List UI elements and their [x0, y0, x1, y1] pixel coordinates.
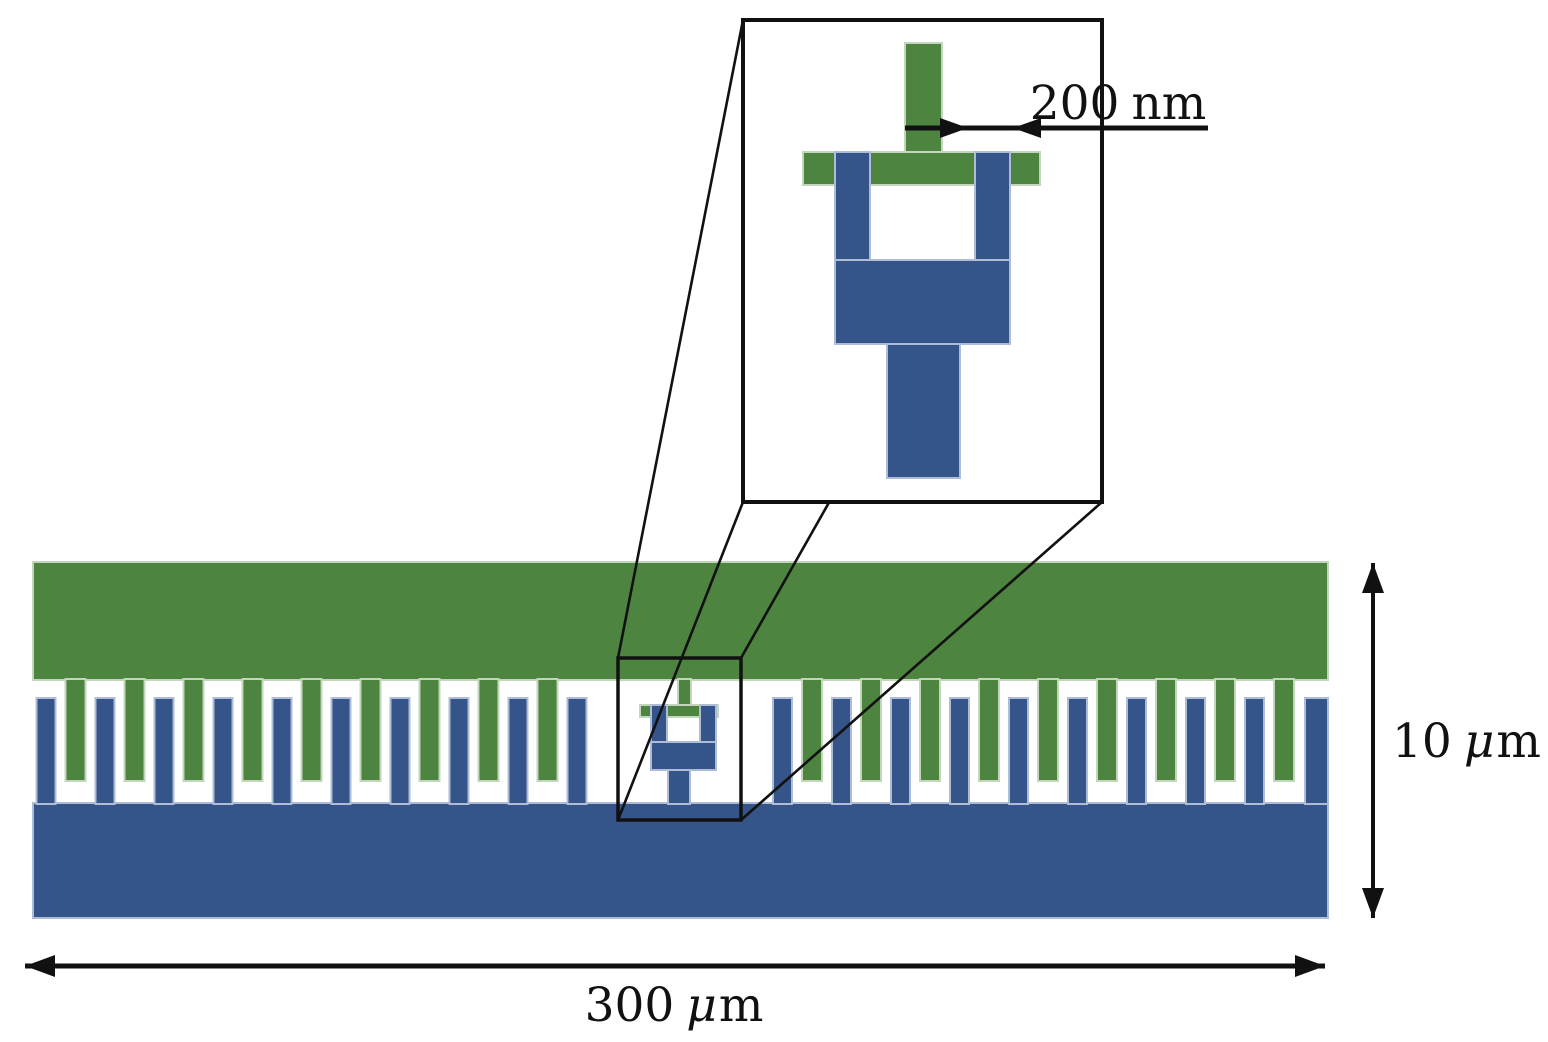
height-unit-mu: μ: [1464, 714, 1495, 769]
green-comb-tooth: [1214, 678, 1236, 782]
dimension-annotations: [25, 118, 1384, 977]
green-comb-tooth: [64, 678, 87, 782]
blue-comb-tooth: [153, 697, 175, 805]
blue-comb-tooth: [831, 697, 852, 805]
blue-comb-tooth: [1008, 697, 1029, 805]
green-comb-tooth: [241, 678, 264, 782]
interdigitated-structure: [32, 561, 1329, 919]
zoom-region-rect: [616, 656, 743, 822]
connector-line: [616, 501, 745, 821]
blue-comb-tooth: [949, 697, 970, 805]
blue-comb-tooth: [448, 697, 470, 805]
blue-comb-tooth: [1185, 697, 1206, 805]
blue-comb-tooth: [507, 697, 529, 805]
blue-comb-tooth: [94, 697, 116, 805]
blue-comb-tooth: [330, 697, 352, 805]
blue-comb-tooth: [389, 697, 411, 805]
blue-comb-tooth: [772, 697, 793, 805]
width-unit-mu: μ: [686, 978, 717, 1033]
green-comb-tooth: [123, 678, 146, 782]
height-unit: m: [1496, 714, 1541, 769]
width-arrowhead-left: [25, 955, 55, 977]
height-arrowhead-top: [1362, 563, 1384, 593]
blue-comb-tooth: [1126, 697, 1147, 805]
green-comb-tooth: [978, 678, 1000, 782]
width-arrowhead-right: [1295, 955, 1325, 977]
blue-comb-tooth: [271, 697, 293, 805]
inset-blue-stem: [886, 343, 961, 479]
green-comb-tooth: [1037, 678, 1059, 782]
green-comb-tooth: [1096, 678, 1118, 782]
green-comb-tooth: [182, 678, 205, 782]
gap-arrowhead-left: [1013, 118, 1041, 138]
blue-comb-tooth: [1304, 697, 1329, 805]
inset-blue-block: [834, 259, 1011, 345]
height-value: 10: [1392, 714, 1452, 769]
inset-green-stem: [904, 42, 943, 154]
green-comb-tooth: [418, 678, 441, 782]
gap-unit: nm: [1131, 76, 1206, 131]
height-arrowhead-bottom: [1362, 888, 1384, 918]
inset-blue-arm-right: [974, 151, 1011, 261]
zoom-region-box: [616, 656, 743, 822]
width-value: 300: [585, 978, 675, 1033]
green-comb-tooth: [1155, 678, 1177, 782]
blue-comb-tooth: [1067, 697, 1088, 805]
green-comb-tooth: [919, 678, 941, 782]
width-unit: m: [719, 978, 764, 1033]
green-comb-tooth: [300, 678, 323, 782]
green-comb-tooth: [1273, 678, 1295, 782]
defect-blue-arm-right: [699, 704, 717, 743]
defect-green-stem: [677, 678, 692, 707]
gap-arrowhead-right: [940, 118, 968, 138]
defect-blue-stem: [667, 769, 691, 805]
blue-electrode-slab: [32, 802, 1329, 919]
blue-comb-tooth: [1244, 697, 1265, 805]
blue-comb-tooth: [35, 697, 57, 805]
green-comb-tooth: [860, 678, 882, 782]
gap-value: 200: [1030, 76, 1120, 131]
green-comb-tooth: [359, 678, 382, 782]
blue-comb-tooth: [890, 697, 911, 805]
blue-comb-tooth: [566, 697, 588, 805]
green-comb-tooth: [801, 678, 823, 782]
inset-blue-arm-left: [834, 151, 871, 261]
green-comb-tooth: [536, 678, 559, 782]
green-comb-tooth: [477, 678, 500, 782]
connector-line: [740, 501, 1103, 821]
blue-comb-tooth: [212, 697, 234, 805]
defect-blue-block: [650, 741, 717, 771]
inset-detail-view: [741, 18, 1104, 504]
connector-line: [616, 19, 745, 659]
defect-blue-arm-left: [650, 704, 668, 743]
